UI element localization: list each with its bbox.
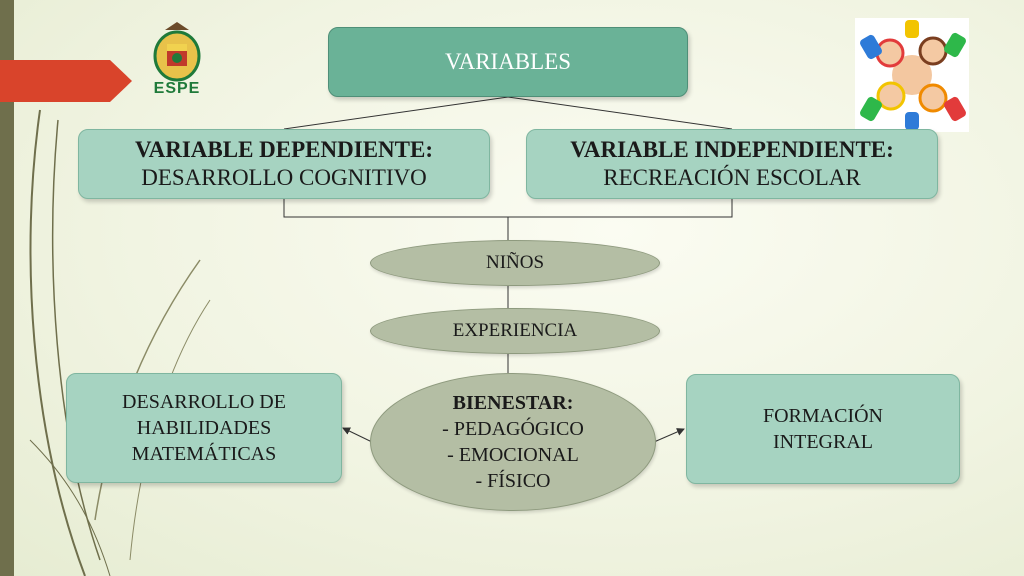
- bienestar-ellipse: BIENESTAR: - PEDAGÓGICO - EMOCIONAL - FÍ…: [370, 373, 656, 511]
- formacion-integral-box: FORMACIÓN INTEGRAL: [686, 374, 960, 484]
- espe-logo-text: ESPE: [153, 80, 201, 97]
- children-circle-clipart-icon: [855, 18, 969, 132]
- ninos-ellipse: NIÑOS: [370, 240, 660, 286]
- left-box-line: MATEMÁTICAS: [131, 443, 277, 465]
- independent-variable-value: RECREACIÓN ESCOLAR: [603, 165, 861, 190]
- espe-crest-logo-icon: [153, 22, 201, 82]
- dependent-variable-value: DESARROLLO COGNITIVO: [141, 165, 427, 190]
- independent-variable-heading: VARIABLE INDEPENDIENTE:: [570, 137, 894, 163]
- habilidades-matematicas-box: DESARROLLO DE HABILIDADES MATEMÁTICAS: [66, 373, 342, 483]
- experiencia-label: EXPERIENCIA: [452, 320, 578, 341]
- bienestar-item: - EMOCIONAL: [447, 444, 579, 466]
- right-box-line: INTEGRAL: [773, 431, 873, 453]
- left-box-line: DESARROLLO DE: [122, 391, 286, 413]
- bienestar-heading: BIENESTAR:: [452, 392, 574, 414]
- variables-title: VARIABLES: [444, 49, 572, 74]
- experiencia-ellipse: EXPERIENCIA: [370, 308, 660, 354]
- dependent-variable-heading: VARIABLE DEPENDIENTE:: [134, 137, 433, 163]
- bienestar-item: - PEDAGÓGICO: [442, 418, 584, 440]
- independent-variable-box: VARIABLE INDEPENDIENTE: RECREACIÓN ESCOL…: [526, 129, 938, 199]
- ninos-label: NIÑOS: [485, 252, 545, 273]
- decorative-red-arrow: [0, 60, 132, 102]
- left-box-line: HABILIDADES: [136, 417, 272, 439]
- decorative-side-bar: [0, 0, 14, 576]
- right-box-line: FORMACIÓN: [762, 405, 884, 427]
- variables-title-box: VARIABLES: [328, 27, 688, 97]
- bienestar-item: - FÍSICO: [475, 470, 551, 492]
- dependent-variable-box: VARIABLE DEPENDIENTE: DESARROLLO COGNITI…: [78, 129, 490, 199]
